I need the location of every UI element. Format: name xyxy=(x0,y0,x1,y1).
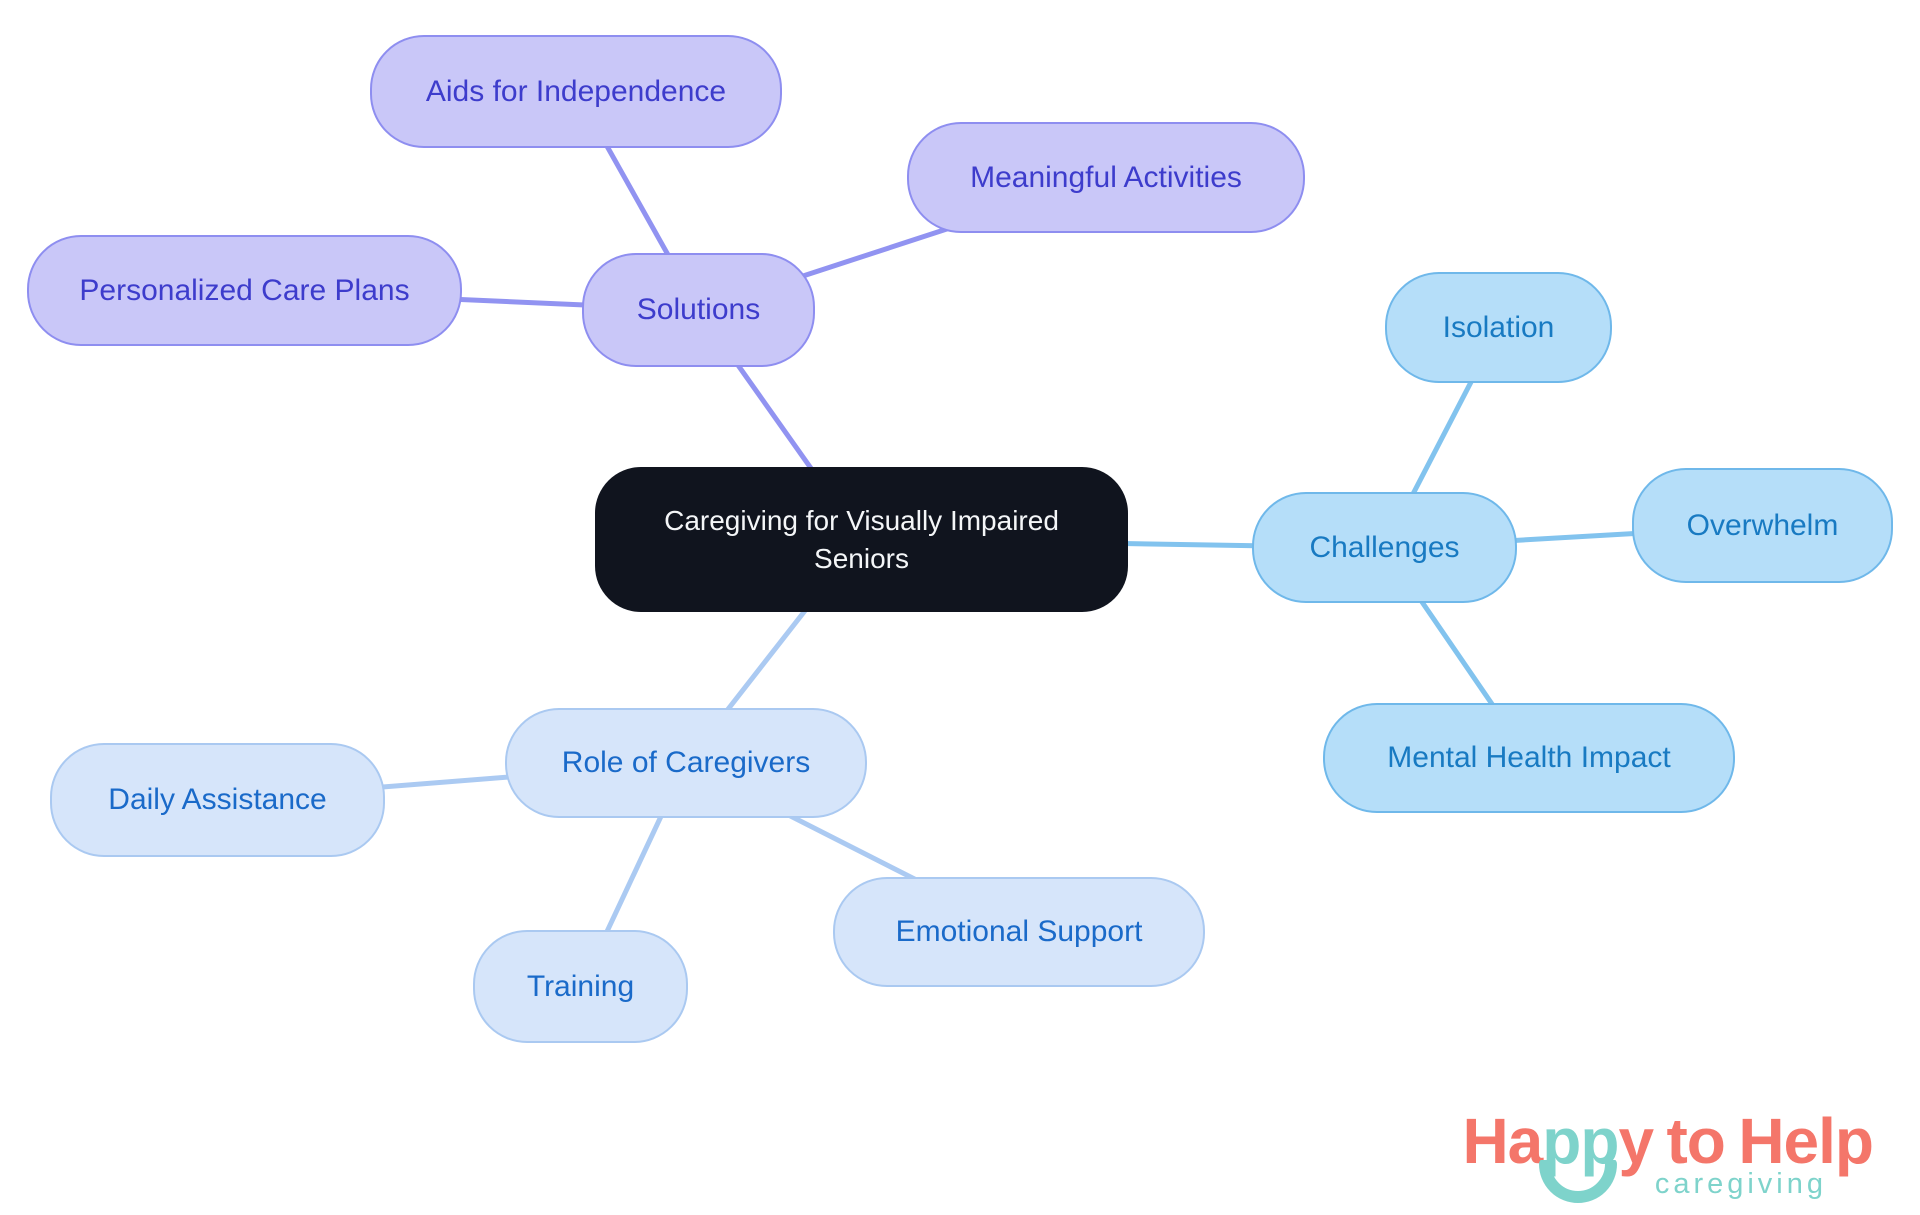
child-node-label: Mental Health Impact xyxy=(1387,741,1671,774)
central-node-label: Caregiving for Visually Impaired Seniors xyxy=(664,504,1059,574)
branch-node-label: Solutions xyxy=(636,293,761,326)
child-node-label: Emotional Support xyxy=(895,915,1143,948)
central-node: Caregiving for Visually Impaired Seniors xyxy=(595,467,1128,612)
child-node-label: Personalized Care Plans xyxy=(79,273,410,307)
child-node-emotional-support: Emotional Support xyxy=(833,877,1205,987)
logo-text-pp: pp xyxy=(1539,1104,1619,1203)
branch-node-solutions: Solutions xyxy=(582,253,815,367)
child-node-daily-assistance: Daily Assistance xyxy=(50,743,385,857)
branch-node-label: Role of Caregivers xyxy=(561,746,811,779)
logo-text-help: Help xyxy=(1738,1105,1874,1177)
logo-subtitle: caregiving xyxy=(1654,1168,1827,1200)
child-node-aids-for-independence: Aids for Independence xyxy=(370,35,782,148)
child-node-overwhelm: Overwhelm xyxy=(1632,468,1893,583)
branch-node-role-of-caregivers: Role of Caregivers xyxy=(505,708,867,818)
child-node-label: Meaningful Activities xyxy=(970,160,1242,194)
child-node-training: Training xyxy=(473,930,688,1043)
child-node-label: Aids for Independence xyxy=(425,74,727,108)
child-node-mental-health-impact: Mental Health Impact xyxy=(1323,703,1735,813)
child-node-label: Daily Assistance xyxy=(108,783,327,816)
child-node-personalized-care-plans: Personalized Care Plans xyxy=(27,235,462,346)
child-node-isolation: Isolation xyxy=(1385,272,1612,383)
child-node-label: Training xyxy=(526,969,635,1003)
logo-text-ha: Ha xyxy=(1462,1105,1543,1177)
branch-node-challenges: Challenges xyxy=(1252,492,1517,603)
logo-text-to: to xyxy=(1666,1105,1725,1177)
child-node-label: Isolation xyxy=(1442,310,1555,344)
child-node-label: Overwhelm xyxy=(1686,508,1839,542)
smile-icon xyxy=(1539,1160,1618,1203)
branch-node-label: Challenges xyxy=(1309,530,1460,564)
child-node-meaningful-activities: Meaningful Activities xyxy=(907,122,1305,233)
logo-text-y: y xyxy=(1618,1105,1654,1177)
